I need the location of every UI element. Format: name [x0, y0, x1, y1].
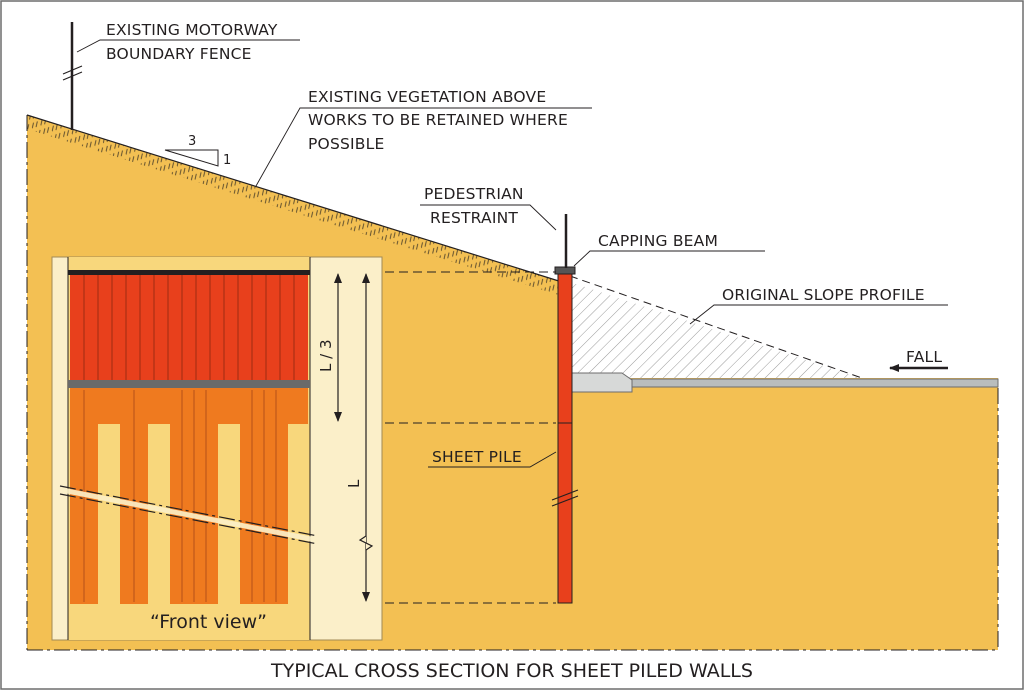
capping-leader: [573, 250, 765, 267]
vegetation-label-line1: EXISTING VEGETATION ABOVE: [308, 88, 546, 106]
slope-rise-label: 1: [223, 153, 231, 168]
fence-label-line2: BOUNDARY FENCE: [106, 45, 252, 63]
pedestrian-label-line2: RESTRAINT: [430, 209, 518, 227]
fence-break: [62, 65, 83, 81]
capping-beam-label: CAPPING BEAM: [598, 232, 718, 250]
capping-beam: [554, 266, 576, 275]
original-slope-leader: [689, 304, 948, 325]
vegetation-label-line3: POSSIBLE: [308, 135, 384, 153]
dim-l-break: [358, 535, 374, 551]
front-view-label: “Front view”: [150, 611, 267, 633]
vegetation-band: [27, 115, 562, 296]
fall-label: FALL: [906, 348, 942, 366]
slope-triangle: [164, 149, 219, 167]
front-view-inset: [51, 256, 383, 641]
fence-label-line1: EXISTING MOTORWAY: [106, 21, 278, 39]
road-surface: [629, 378, 999, 388]
footway-slab: [571, 372, 633, 393]
pedestrian-leader: [420, 204, 557, 231]
dim-l3-label: L / 3: [317, 340, 335, 373]
vegetation-label-line2: WORKS TO BE RETAINED WHERE: [308, 111, 568, 129]
drawing-title: TYPICAL CROSS SECTION FOR SHEET PILED WA…: [270, 660, 753, 682]
sheet-pile-break: [551, 489, 579, 507]
sheet-pile: [557, 272, 573, 604]
dim-l-label: L: [345, 479, 363, 488]
original-slope-label: ORIGINAL SLOPE PROFILE: [722, 286, 925, 304]
pedestrian-label-line1: PEDESTRIAN: [424, 185, 524, 203]
vegetation-leader: [255, 107, 592, 187]
sheet-pile-leader: [428, 451, 557, 468]
ground-surface-line: [26, 114, 563, 283]
fence-leader: [76, 39, 300, 53]
original-slope-hatch: [570, 282, 860, 378]
slope-run-label: 3: [188, 134, 196, 149]
sheet-pile-label: SHEET PILE: [432, 448, 522, 466]
